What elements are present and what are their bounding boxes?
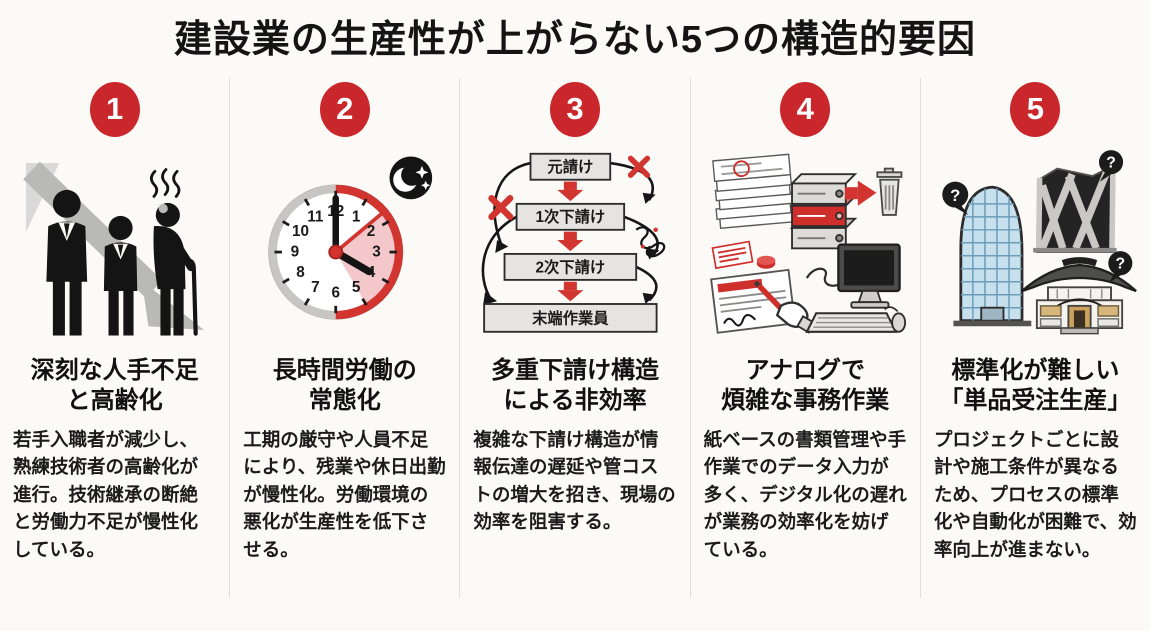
factor-column-3: 3 [459, 77, 689, 598]
declining-workforce-icon [13, 143, 217, 350]
svg-text:?: ? [1107, 154, 1117, 171]
column-heading-4: アナログで 煩雑な事務作業 [721, 356, 890, 415]
svg-text:元請け: 元請け [547, 158, 593, 176]
svg-text:11: 11 [307, 208, 324, 225]
factor-column-5: 5 [919, 77, 1150, 598]
column-body-4: 紙ベースの書類管理や手作業でのデータ入力が多く、デジタル化の遅れが業務の効率化を… [703, 429, 907, 560]
svg-text:6: 6 [331, 284, 340, 301]
column-heading-2: 長時間労働の 常態化 [272, 356, 417, 415]
svg-text:1次下請け: 1次下請け [536, 208, 606, 226]
clock-ticks [274, 190, 397, 313]
steam-icon [149, 167, 180, 198]
svg-text:5: 5 [352, 278, 361, 295]
red-x-left-icon [488, 194, 514, 220]
badge-number: 5 [1026, 91, 1045, 127]
tangle-scribble-icon [635, 225, 666, 257]
ink-pad-icon [757, 255, 776, 269]
factor-column-4: 4 [689, 77, 920, 598]
flow-box-labels: 元請け 1次下請け 2次下請け 末端作業員 [532, 158, 609, 327]
flow-boxes [483, 152, 658, 333]
glass-tower-icon [953, 185, 1032, 326]
badge-number: 1 [105, 91, 124, 127]
lattice-building-icon [1033, 162, 1118, 253]
workers-silhouette-icon [45, 189, 198, 336]
unique-buildings-icon: ? ? ? [933, 143, 1138, 350]
number-badge-2: 2 [319, 81, 370, 137]
arrow-right-icon [845, 180, 877, 206]
svg-text:2: 2 [367, 223, 376, 240]
badge-number: 3 [566, 91, 584, 127]
svg-text:?: ? [951, 186, 961, 205]
binders-icon [789, 172, 858, 249]
computer-icon [837, 243, 901, 309]
clock-icon: 12 1 2 3 4 5 6 7 8 9 10 11 [268, 184, 403, 320]
stamped-card-icon [711, 240, 754, 269]
question-bubble-icon: ? [942, 181, 969, 215]
overtime-clock-icon: 12 1 2 3 4 5 6 7 8 9 10 11 [243, 143, 447, 350]
column-body-2: 工期の厳守や人員不足により、残業や休日出勤が慢性化。労働環境の悪化が生産性を低下… [243, 429, 446, 560]
svg-text:9: 9 [290, 243, 299, 260]
keyboard-icon [805, 311, 898, 333]
column-heading-5: 標準化が難しい 「単品受注生産」 [939, 356, 1132, 415]
temple-icon [1021, 256, 1138, 334]
column-body-5: プロジェクトごとに設計や施工条件が異なるため、プロセスの標準化や自動化が困難で、… [933, 429, 1137, 560]
svg-text:2次下請け: 2次下請け [536, 258, 606, 276]
column-heading-1: 深刻な人手不足 と高齢化 [30, 356, 199, 415]
svg-text:10: 10 [292, 223, 309, 240]
svg-text:?: ? [1116, 255, 1126, 272]
svg-text:7: 7 [311, 278, 320, 295]
red-x-right-icon [627, 155, 651, 178]
svg-text:末端作業員: 末端作業員 [532, 309, 609, 327]
paper-stack-icon [712, 153, 796, 229]
column-body-3: 複雑な下請け構造が情報伝達の遅延や管コストの増大を招き、現場の効率を阻害する。 [473, 429, 676, 533]
page-title: 建設業の生産性が上がらない5つの構造的要因 [173, 19, 977, 61]
question-bubble-icon: ? [1099, 149, 1124, 182]
columns-container: 1 [0, 77, 1150, 598]
badge-number: 4 [796, 91, 814, 127]
trash-icon [876, 167, 903, 216]
factor-column-1: 1 [0, 78, 229, 598]
moon-icon [389, 156, 432, 199]
mouse-icon [884, 305, 907, 333]
number-badge-5: 5 [1010, 81, 1061, 137]
question-bubble-icon: ? [1108, 250, 1133, 283]
svg-text:1: 1 [352, 208, 361, 225]
subcontracting-flowchart-icon: 元請け 1次下請け 2次下請け 末端作業員 [473, 143, 677, 350]
signing-document-icon [710, 268, 797, 334]
analog-paperwork-icon [703, 143, 907, 350]
badge-number: 2 [336, 91, 354, 127]
number-badge-4: 4 [780, 81, 831, 137]
column-heading-3: 多重下請け構造 による非効率 [491, 356, 659, 415]
svg-text:3: 3 [372, 243, 381, 260]
factor-column-2: 2 [229, 77, 459, 598]
number-badge-1: 1 [89, 81, 140, 137]
number-badge-3: 3 [550, 81, 600, 137]
column-body-1: 若手入職者が減少し、熟練技術者の高齢化が進行。技術継承の断絶と労働力不足が慢性化… [13, 429, 199, 560]
svg-text:8: 8 [296, 264, 305, 281]
